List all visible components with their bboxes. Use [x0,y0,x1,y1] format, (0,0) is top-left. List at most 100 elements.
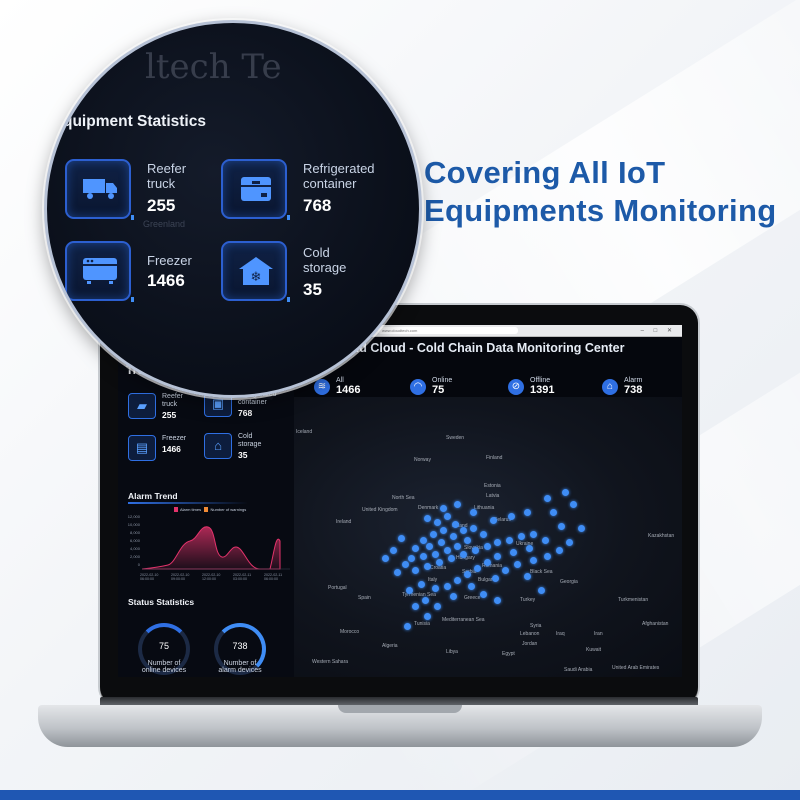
device-dot[interactable] [420,553,427,560]
map-label: United Kingdom [362,507,398,513]
device-dot[interactable] [494,539,501,546]
device-dot[interactable] [412,603,419,610]
equipment-value: 1466 [147,271,185,290]
device-dot[interactable] [470,525,477,532]
device-dot[interactable] [558,523,565,530]
device-dot[interactable] [418,581,425,588]
map-label: Romania [482,563,503,569]
device-dot[interactable] [426,543,433,550]
device-dot[interactable] [454,577,461,584]
device-dot[interactable] [398,535,405,542]
alarm-trend-chart[interactable]: Alarm times Number of warnings 12,000 10… [122,505,290,585]
device-dot[interactable] [424,563,431,570]
map-label: Greece [464,595,481,601]
device-dot[interactable] [526,545,533,552]
device-dot[interactable] [424,515,431,522]
device-dot[interactable] [494,597,501,604]
device-dot[interactable] [566,539,573,546]
device-dot[interactable] [434,603,441,610]
device-dot[interactable] [472,547,479,554]
device-dot[interactable] [460,551,467,558]
device-dot[interactable] [394,569,401,576]
mini-card-freezer[interactable]: ▤ Freezer 1466 [128,435,186,461]
device-dot[interactable] [424,613,431,620]
device-dot[interactable] [480,591,487,598]
device-dot[interactable] [578,525,585,532]
device-dot[interactable] [468,583,475,590]
device-dot[interactable] [460,527,467,534]
equipment-name: container [303,176,357,191]
y-tick: 10,000 [127,522,140,527]
device-dot[interactable] [436,559,443,566]
device-dot[interactable] [412,545,419,552]
device-dot[interactable] [438,539,445,546]
device-dot[interactable] [430,531,437,538]
device-dot[interactable] [464,571,471,578]
device-dot[interactable] [382,555,389,562]
y-tick: 4,000 [129,546,140,551]
device-dot[interactable] [450,593,457,600]
device-dot[interactable] [422,597,429,604]
device-dot[interactable] [444,547,451,554]
device-dot[interactable] [544,553,551,560]
device-dot[interactable] [494,553,501,560]
device-dot[interactable] [452,521,459,528]
device-dot[interactable] [390,547,397,554]
equipment-name: Reefer [147,161,187,176]
device-dot[interactable] [502,567,509,574]
map-label: Jordan [522,641,538,647]
device-dot[interactable] [524,573,531,580]
device-dot[interactable] [550,509,557,516]
device-dot[interactable] [444,583,451,590]
device-dot[interactable] [408,555,415,562]
device-dot[interactable] [440,527,447,534]
mini-card-cold-storage[interactable]: ⌂ Cold storage 35 [204,433,261,461]
alarm-caption-line-1: Number of [223,660,257,667]
device-dot[interactable] [470,509,477,516]
device-dot[interactable] [514,561,521,568]
device-dot[interactable] [484,543,491,550]
device-dot[interactable] [432,585,439,592]
device-dot[interactable] [404,623,411,630]
device-dot[interactable] [450,533,457,540]
device-dot[interactable] [412,567,419,574]
device-dot[interactable] [510,549,517,556]
device-dot[interactable] [420,537,427,544]
device-dot[interactable] [484,559,491,566]
device-dot[interactable] [542,537,549,544]
device-dot[interactable] [506,537,513,544]
device-dot[interactable] [562,489,569,496]
device-dot[interactable] [474,565,481,572]
map-label: Iran [594,631,603,637]
device-dot[interactable] [402,561,409,568]
device-dot[interactable] [440,505,447,512]
device-dot[interactable] [544,495,551,502]
device-dot[interactable] [444,513,451,520]
device-dot[interactable] [530,531,537,538]
device-dot[interactable] [490,517,497,524]
device-dot[interactable] [518,533,525,540]
device-dot[interactable] [570,501,577,508]
window-controls[interactable]: – □ ✕ [640,328,676,334]
device-dot[interactable] [448,555,455,562]
device-dot[interactable] [556,547,563,554]
device-dot[interactable] [524,509,531,516]
europe-map[interactable]: Iceland Sweden Norway Finland Estonia La… [294,397,682,677]
device-dot[interactable] [432,551,439,558]
device-dot[interactable] [454,543,461,550]
y-tick: 2,000 [129,554,140,559]
device-dot[interactable] [406,587,413,594]
device-dot[interactable] [454,501,461,508]
online-gauge-caption: Number of online devices [129,660,199,674]
browser-url-field[interactable]: www.cloudtech.com [378,327,518,334]
device-dot[interactable] [538,587,545,594]
device-dot[interactable] [464,537,471,544]
mini-card-reefer-truck[interactable]: ▰ Reefer truck 255 [128,393,183,421]
device-dot[interactable] [530,557,537,564]
device-dot[interactable] [508,513,515,520]
map-label: Tyrrhenian Sea [402,592,436,598]
device-dot[interactable] [492,575,499,582]
stat-all-label: All [336,377,344,384]
device-dot[interactable] [434,519,441,526]
device-dot[interactable] [480,531,487,538]
